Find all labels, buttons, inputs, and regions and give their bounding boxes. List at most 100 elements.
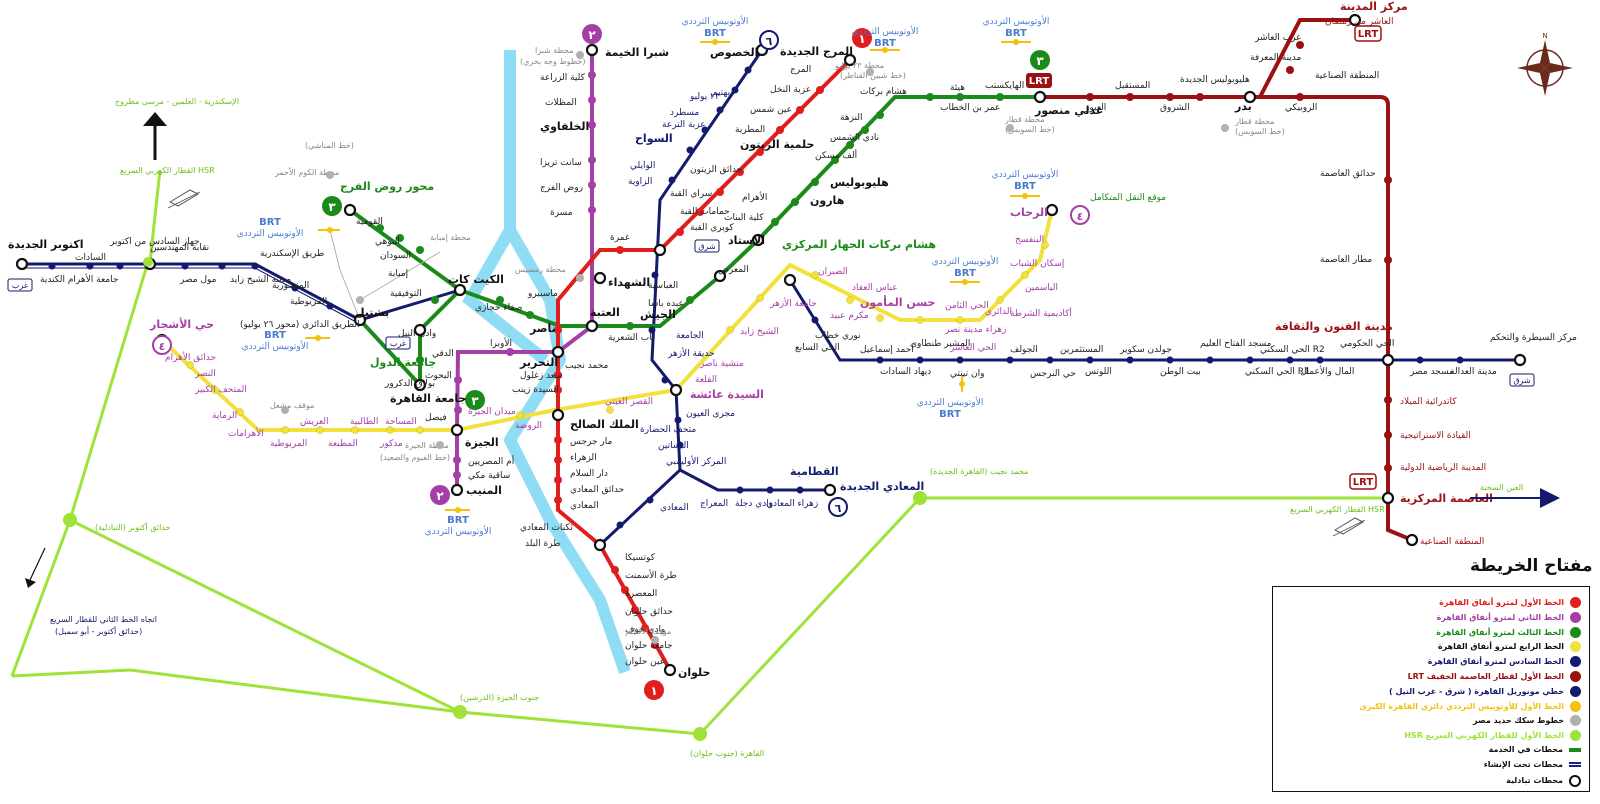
svg-text:المشير طنطاوي: المشير طنطاوي [910, 339, 970, 349]
svg-text:كلية البنات: كلية البنات [724, 213, 764, 223]
svg-text:(خط شبين القناطر): (خط شبين القناطر) [840, 71, 906, 80]
west-badge-1: غرب [7, 278, 33, 292]
svg-text:٢: ٢ [436, 489, 444, 503]
legend-item: الخط الثاني لمترو أنفاق القاهرة [1437, 611, 1581, 623]
svg-text:الأوتوبيس الترددي: الأوتوبيس الترددي [983, 15, 1050, 27]
svg-text:جولدن سكوير: جولدن سكوير [1119, 345, 1172, 355]
svg-text:BRT: BRT [954, 268, 976, 279]
svg-text:الأوبرا: الأوبرا [490, 337, 512, 349]
legend-label: الخط الرابع لمترو أنفاق القاهرة [1437, 642, 1564, 652]
svg-text:الرماية: الرماية [212, 411, 237, 421]
svg-text:عزبة الترعة: عزبة الترعة [662, 120, 706, 130]
svg-text:فيصل: فيصل [425, 413, 447, 423]
label-transfer: موقع النقل المتكامل [1090, 193, 1166, 203]
svg-text:ساقية مكي: ساقية مكي [468, 471, 510, 481]
svg-text:(خط المناشي): (خط المناشي) [305, 141, 354, 150]
train-icon-west [167, 189, 201, 209]
lrt-stations [1086, 41, 1392, 472]
svg-text:محطة قطار: محطة قطار [1234, 117, 1275, 126]
svg-text:هيئة: هيئة [950, 83, 965, 93]
svg-text:الأوتوبيس الترددي: الأوتوبيس الترددي [932, 255, 999, 267]
svg-text:الدقي: الدقي [432, 349, 454, 359]
svg-text:الخلفاوي: الخلفاوي [540, 120, 589, 133]
svg-text:وادي دجلة: وادي دجلة [735, 499, 773, 509]
svg-text:٣: ٣ [1036, 54, 1044, 68]
line2-labels: كلية الزراعة المظلات الخلفاوي سانت تريزا… [425, 73, 608, 481]
terminal-shubra: شبرا الخيمة [605, 46, 669, 59]
svg-text:القومية: القومية [356, 217, 383, 227]
svg-text:ثكنات المعادي: ثكنات المعادي [520, 523, 573, 533]
legend-swatch [1570, 730, 1581, 742]
line6-stations [616, 66, 804, 529]
svg-text:حدائق حلوان: حدائق حلوان [625, 607, 673, 617]
west-badge-2: غرب [385, 336, 411, 350]
svg-text:مدينة العدالة: مدينة العدالة [1450, 367, 1497, 377]
svg-text:الزاوية: الزاوية [628, 177, 652, 187]
terminal-adly-mansour: عدلي منصور [1034, 104, 1103, 117]
terminal-helwan: حلوان [678, 666, 710, 679]
svg-text:عين شمس: عين شمس [750, 105, 792, 115]
svg-text:الأوتوبيس الترددي: الأوتوبيس الترددي [242, 340, 309, 352]
line6 [598, 49, 764, 547]
label-kitkat: الكيت كات [448, 273, 504, 286]
terminal-khosous: الخصوص [710, 46, 758, 59]
svg-text:مجرى العيون: مجرى العيون [686, 409, 735, 419]
svg-text:وادي النيل: وادي النيل [398, 329, 436, 339]
svg-text:المدينة الرياضية الدولية: المدينة الرياضية الدولية [1400, 463, 1486, 473]
terminal-october: اكتوبر الجديدة [8, 238, 84, 251]
label-ataba: العتبة [590, 306, 620, 319]
label-hossien-mamoun: حسن المأمون [860, 295, 935, 309]
arrow-north-icon [143, 112, 167, 160]
legend-item: خطي مونوريل القاهرة ( شرق - غرب النيل ) [1389, 685, 1581, 697]
svg-text:البوهي: البوهي [375, 237, 400, 247]
svg-text:(خط السويس): (خط السويس) [1235, 127, 1285, 136]
svg-text:البحوث: البحوث [425, 371, 452, 381]
svg-text:السادات: السادات [75, 253, 106, 263]
line1-labels: المرج عزبة النخل عين شمس المطرية حلمية ا… [512, 65, 814, 667]
svg-text:القصر العيني: القصر العيني [605, 397, 653, 407]
svg-text:المريوطية: المريوطية [270, 439, 307, 449]
svg-text:هليوبوليس: هليوبوليس [830, 176, 889, 189]
svg-text:موقف الأقاليم: موقف الأقاليم [625, 626, 671, 636]
svg-text:حدائق الأهرام: حدائق الأهرام [165, 351, 216, 363]
svg-text:BRT: BRT [264, 330, 286, 341]
svg-text:١: ١ [650, 684, 657, 698]
terminal-capital: العاصمة المركزية [1400, 492, 1493, 505]
svg-text:بهتيم: بهتيم [712, 88, 730, 98]
svg-text:حدائق الزيتون: حدائق الزيتون [690, 165, 742, 175]
edge-hadaeq-october: (التبادلية) حدائق أكتوبر [95, 522, 171, 532]
legend-label: الخط الأول للقطار الكهربي السريع HSR [1404, 731, 1564, 741]
label-shohada: الشهداء [608, 276, 650, 289]
svg-text:موقف مشعل: موقف مشعل [270, 401, 314, 410]
svg-text:المطرية: المطرية [735, 125, 765, 135]
svg-text:الروبيكي: الروبيكي [1285, 103, 1317, 113]
svg-text:الهايكستب: الهايكستب [985, 81, 1024, 91]
svg-text:المستقبل: المستقبل [1115, 81, 1150, 91]
line4-stations [186, 241, 1049, 434]
svg-text:محطة إمبابة: محطة إمبابة [430, 233, 471, 243]
label-nasser: ناصر [529, 322, 556, 335]
svg-text:محطة رمسيس: محطة رمسيس [515, 265, 566, 274]
svg-text:جامعة حلوان: جامعة حلوان [625, 641, 672, 651]
svg-text:صفاء حجازي: صفاء حجازي [475, 303, 523, 313]
svg-text:غرب العاشر: غرب العاشر [1254, 33, 1301, 43]
legend-item: الخط السادس لمترو أنفاق القاهرة [1428, 656, 1581, 668]
svg-text:طريق الإسكندرية: طريق الإسكندرية [260, 249, 324, 259]
line6-badge-south: ٦ [828, 497, 848, 517]
legend-item: محطات في الخدمة [1489, 745, 1581, 754]
svg-text:مسجد الفتاح العليم: مسجد الفتاح العليم [1200, 339, 1272, 349]
label-ring-road-brt: الطريق الدائري (محور ٢٦ يوليو) [240, 320, 360, 330]
svg-text:مطار العاصمة: مطار العاصمة [1320, 255, 1372, 265]
legend-label: الخط الثالث لمترو أنفاق القاهرة [1436, 627, 1564, 637]
svg-text:المساحة: المساحة [385, 417, 417, 427]
svg-text:جامعة الأهرام الكندية: جامعة الأهرام الكندية [40, 273, 118, 285]
svg-text:العبور: العبور [1084, 103, 1106, 113]
svg-text:عمر بن الخطاب: عمر بن الخطاب [940, 103, 1000, 113]
legend-label: محطات تحت الإنشاء [1483, 759, 1563, 769]
edge-south-giza: (الدرشين) جنوب الجيزة [460, 693, 539, 702]
svg-text:العريش: العريش [300, 417, 329, 427]
svg-text:عين حلوان: عين حلوان [625, 657, 665, 667]
